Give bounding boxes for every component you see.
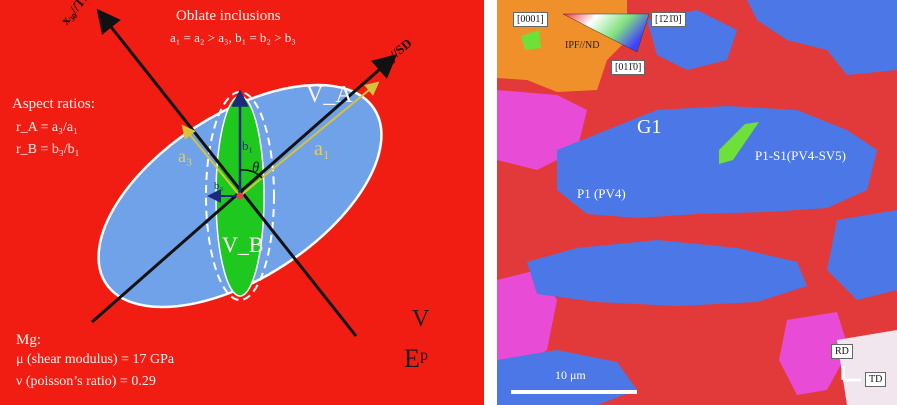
green-variant-left: [521, 30, 541, 50]
blue-grain-right: [827, 210, 897, 300]
white-grain-bottom-right: [837, 330, 897, 405]
grain-p1-label: P1 (PV4): [577, 186, 626, 201]
inclusion-condition: a₁ = a₂ > a₃, b₁ = b₂ > b₃: [170, 30, 296, 45]
aspect-ratio-a: r_A = a₃/a₁: [16, 120, 78, 135]
origin-dot: [236, 192, 244, 200]
blue-grain-p1-main: [557, 106, 877, 218]
label-b3: b₃: [214, 180, 224, 192]
rd-label: RD: [831, 344, 853, 359]
inclusion-schematic-svg: [91, 8, 398, 337]
ipf-corner-1210: [1̄21̄0]: [651, 12, 686, 27]
ipf-title: IPF//ND: [565, 40, 600, 51]
label-theta: θ: [252, 160, 260, 176]
ipf-corner-0110: [011̄0]: [611, 60, 646, 75]
axis-tpn-line: [96, 8, 358, 337]
a3-vector: [181, 124, 241, 197]
inclusion-schematic-panel: Oblate inclusions a₁ = a₂ > a₃, b₁ = b₂ …: [0, 0, 484, 405]
label-vb: V_B: [222, 232, 264, 257]
title: Oblate inclusions: [176, 8, 281, 24]
green-variant-s1: [719, 122, 759, 164]
magenta-grain-lower-left: [497, 270, 557, 370]
blue-grain-p1-lower: [527, 240, 807, 306]
ipf-corner-0001: [0001]: [513, 12, 548, 27]
shear-modulus: μ (shear modulus) = 17 GPa: [16, 352, 175, 367]
label-b1: b₁: [242, 138, 254, 153]
grain-g1-label: G1: [637, 116, 662, 138]
label-va: V_A: [306, 82, 353, 108]
td-label: TD: [865, 372, 887, 387]
magenta-grain-bottom-right: [779, 312, 849, 395]
ebsd-map-panel: [0001] [1̄21̄0] [011̄0] IPF//ND G1 P1 (P…: [497, 0, 897, 405]
ellipse-vb-dashed: [205, 91, 275, 301]
label-ep: Eᵖ: [404, 344, 428, 373]
label-v: V: [412, 306, 430, 332]
label-a1: a₁: [314, 138, 330, 160]
aspect-ratio-b: r_B = b₃/b₁: [16, 142, 80, 157]
variant-label: P1-S1(PV4-SV5): [755, 148, 847, 163]
aspect-heading: Aspect ratios:: [12, 96, 95, 112]
blue-grain-top-right: [747, 0, 897, 75]
theta-arc: [239, 169, 263, 179]
mg-heading: Mg:: [16, 332, 42, 348]
scale-bar-label: 10 μm: [555, 368, 586, 382]
label-a3: a₃: [178, 146, 193, 166]
poisson-ratio: ν (poisson’s ratio) = 0.29: [16, 374, 156, 389]
ipf-legend-triangle: [562, 13, 650, 53]
